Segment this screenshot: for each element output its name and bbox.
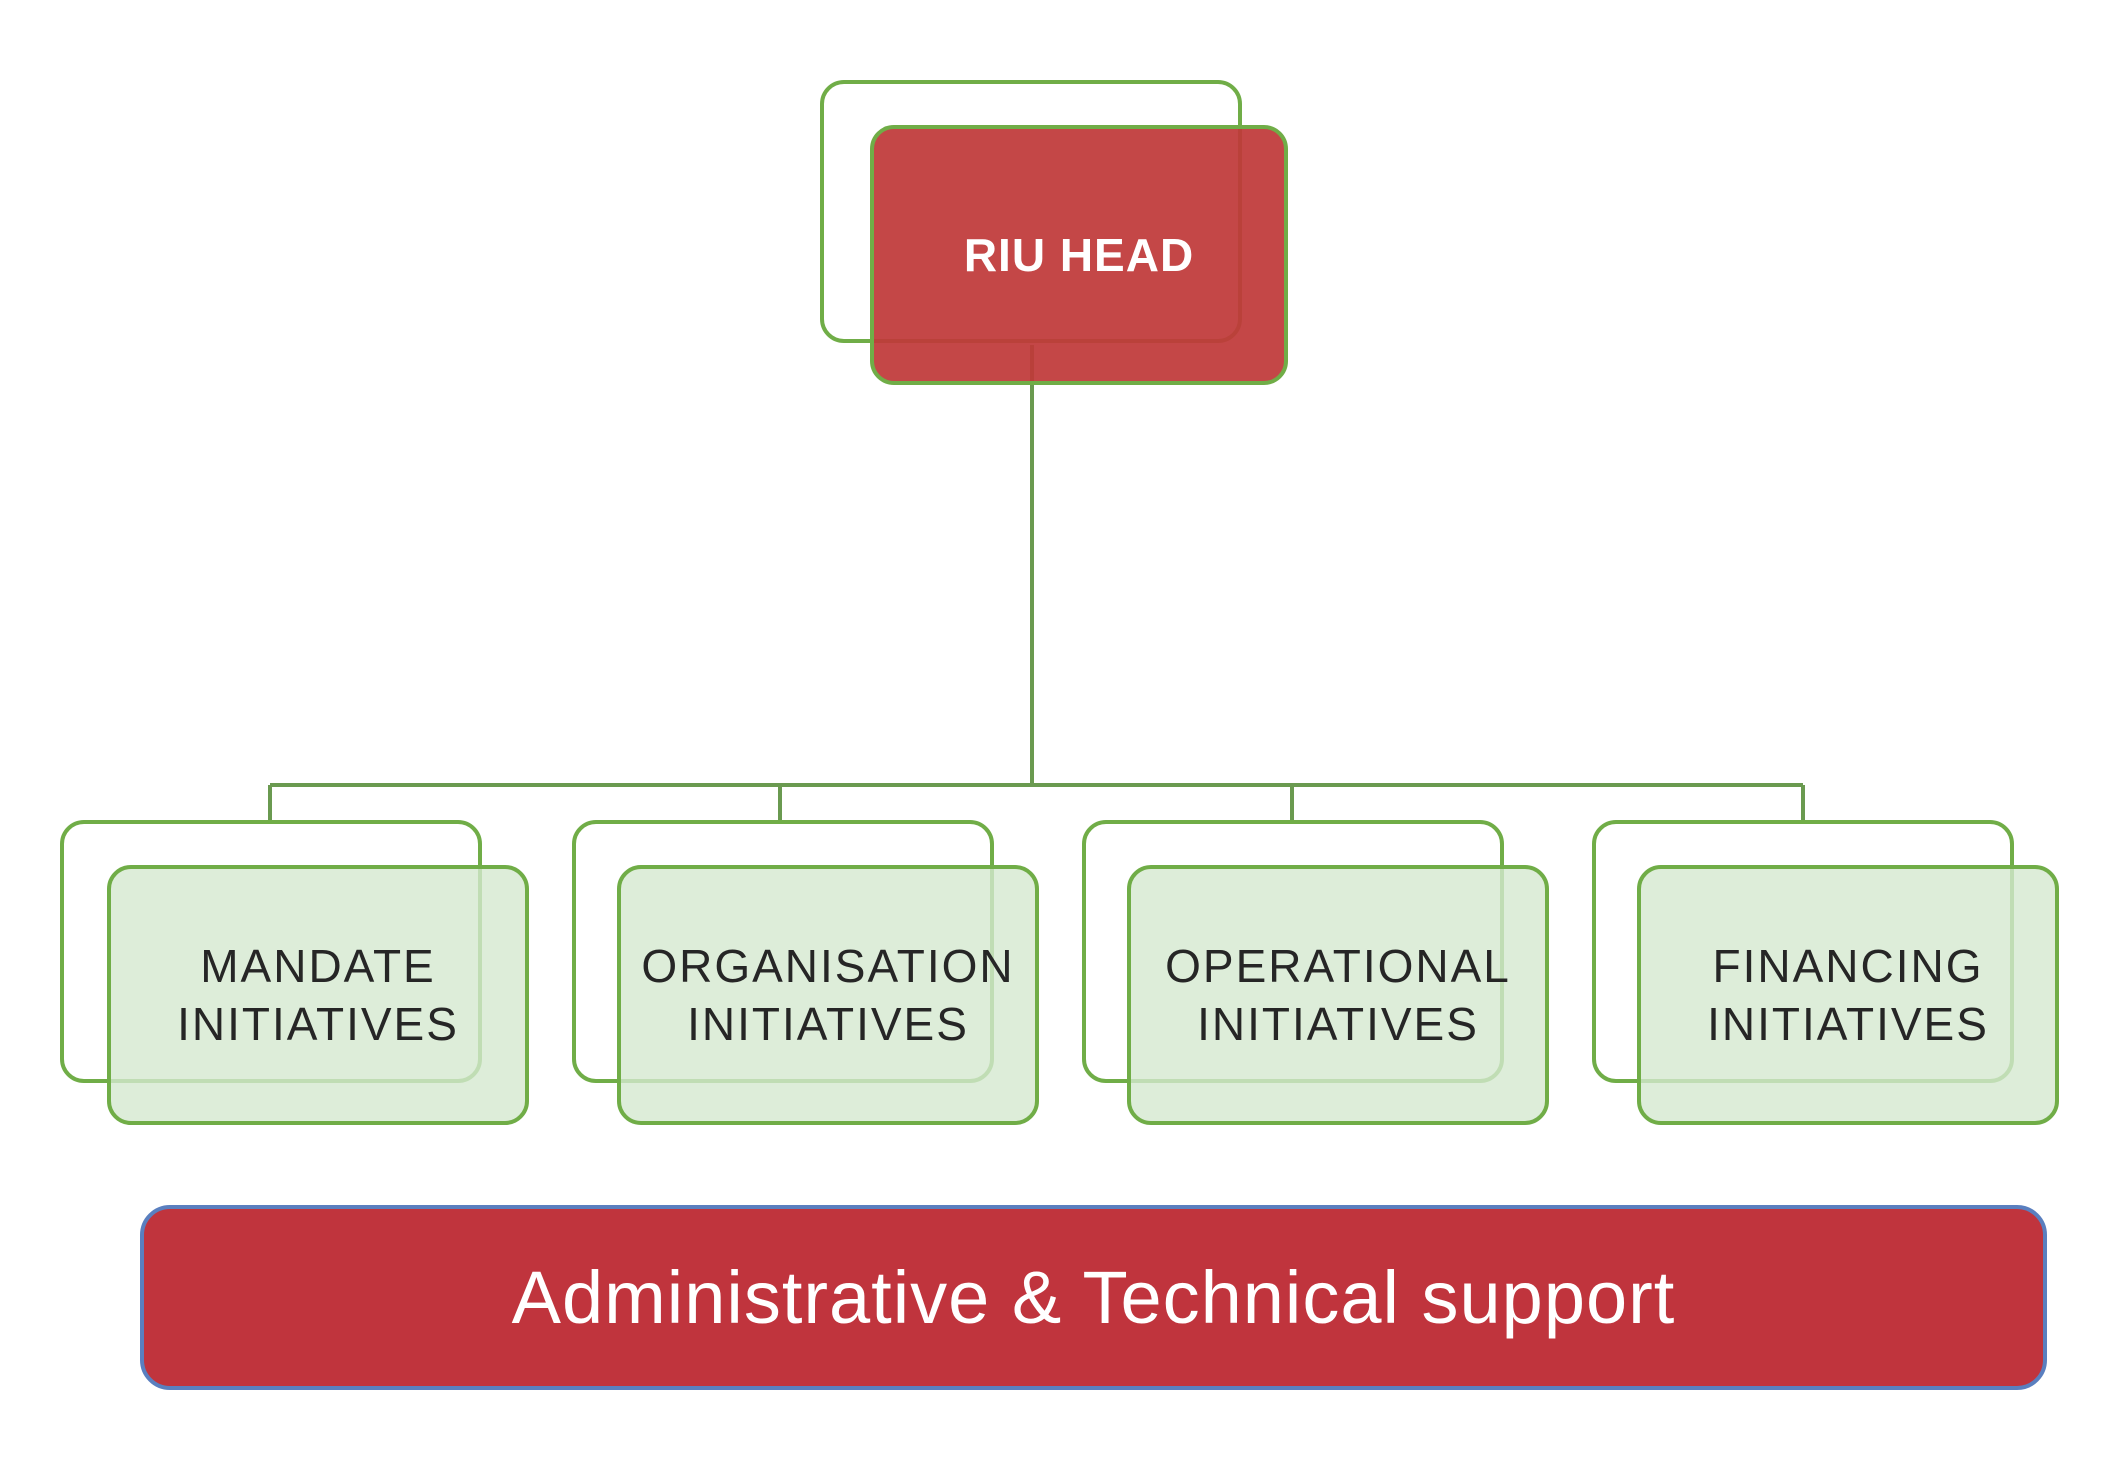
organisation-initiatives-node: ORGANISATION INITIATIVES — [617, 865, 1039, 1125]
support-label: Administrative & Technical support — [511, 1256, 1676, 1339]
mandate-initiatives-node: MANDATE INITIATIVES — [107, 865, 529, 1125]
organisation-initiatives-label: ORGANISATION INITIATIVES — [641, 940, 1015, 1050]
head-node: RIU HEAD — [870, 125, 1288, 385]
operational-initiatives-node: OPERATIONAL INITIATIVES — [1127, 865, 1549, 1125]
financing-initiatives-node: FINANCING INITIATIVES — [1637, 865, 2059, 1125]
financing-initiatives-label: FINANCING INITIATIVES — [1707, 940, 1989, 1050]
operational-initiatives-label: OPERATIONAL INITIATIVES — [1165, 940, 1511, 1050]
mandate-initiatives-label: MANDATE INITIATIVES — [177, 940, 459, 1050]
support-bar: Administrative & Technical support — [140, 1205, 2047, 1390]
head-label: RIU HEAD — [963, 229, 1195, 281]
